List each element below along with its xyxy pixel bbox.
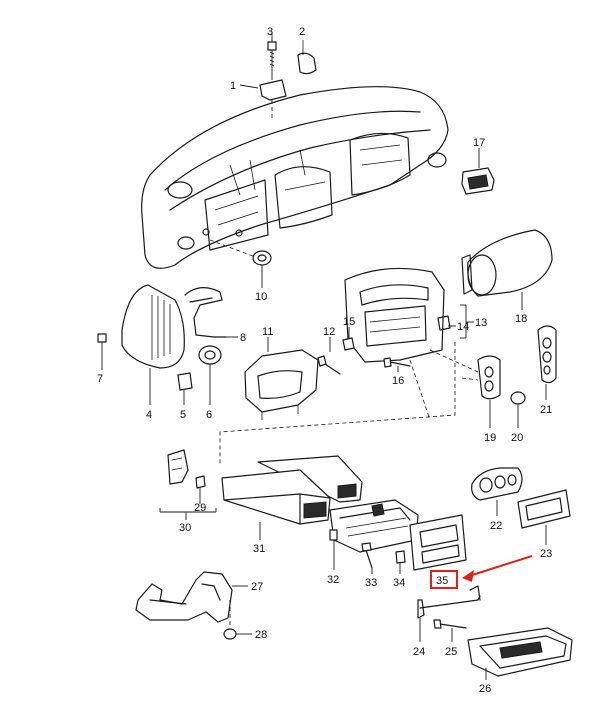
bracket-30: [159, 449, 217, 520]
lower-bracket-27: [135, 571, 252, 640]
left-vent-4: [121, 284, 185, 405]
callout-29: 29: [194, 502, 206, 514]
callout-11: 11: [262, 326, 273, 338]
callout-6: 6: [206, 409, 212, 421]
callout-19: 19: [484, 432, 496, 444]
callout-20: 20: [511, 432, 523, 444]
callout-22: 22: [490, 520, 502, 532]
callout-35: 35: [436, 575, 448, 587]
callout-10: 10: [255, 291, 267, 303]
callout-1: 1: [230, 80, 236, 92]
callout-31: 31: [253, 543, 265, 555]
top-bracket-group: [239, 32, 317, 118]
callout-28: 28: [255, 629, 267, 641]
callout-13: 13: [475, 317, 487, 329]
radio-bracket-32: [329, 499, 419, 574]
callout-34: 34: [393, 577, 405, 589]
center-frame-13: [344, 267, 474, 363]
center-bracket-11: [244, 337, 319, 420]
frame-plate-35: [409, 514, 467, 571]
callout-18: 18: [515, 313, 527, 325]
callout-32: 32: [327, 574, 339, 586]
callout-3: 3: [267, 26, 273, 38]
callout-23: 23: [540, 548, 552, 560]
callout-30: 30: [179, 522, 191, 534]
callout-26: 26: [479, 683, 491, 695]
callout-14: 14: [457, 321, 469, 333]
callout-5: 5: [180, 409, 186, 421]
callout-7: 7: [97, 373, 103, 385]
callout-16: 16: [392, 375, 404, 387]
grommet-10: [209, 239, 272, 288]
callout-17: 17: [473, 137, 485, 149]
panel-21: [537, 325, 557, 400]
panel-19-knob-20: [429, 349, 526, 428]
guide-lines: [219, 342, 456, 465]
callout-24: 24: [413, 646, 425, 658]
callout-labels: 1 2 3 4 5 6 7 8 10 11 12 13 14 15 16 17 …: [97, 26, 552, 695]
cover-22-frame-23: [471, 467, 571, 545]
callout-4: 4: [146, 409, 152, 421]
highlight-35: [430, 555, 533, 589]
callout-15: 15: [343, 316, 355, 328]
clip-15-screw-16: [342, 327, 411, 372]
callout-27: 27: [251, 581, 263, 593]
dashboard-panel: [141, 86, 449, 269]
small-parts-left: [97, 287, 238, 405]
callout-21: 21: [540, 404, 552, 416]
callout-2: 2: [299, 26, 305, 38]
callout-33: 33: [365, 577, 377, 589]
cover-18: [461, 229, 553, 310]
lower-brackets-24-25: [417, 585, 573, 680]
callout-8: 8: [240, 332, 246, 344]
screw-12: [317, 337, 341, 375]
switch-17: [461, 148, 495, 195]
stacked-units-31: [221, 455, 363, 540]
callout-25: 25: [445, 646, 457, 658]
callout-12: 12: [323, 326, 335, 338]
